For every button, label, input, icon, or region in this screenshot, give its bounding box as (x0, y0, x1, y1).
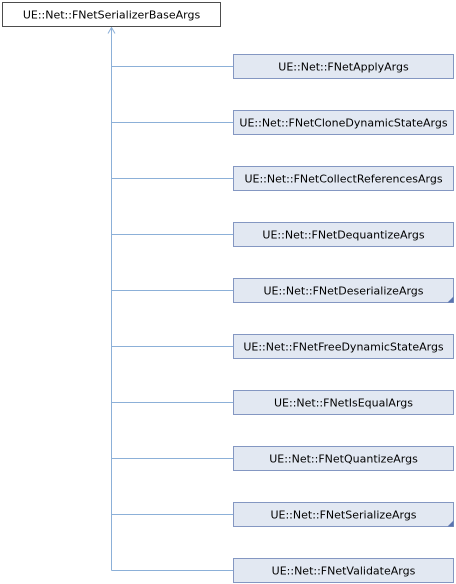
derived-class-box[interactable] (233, 166, 454, 191)
base-class-node[interactable]: UE::Net::FNetSerializerBaseArgs (2, 2, 221, 27)
inheritance-arrowhead (107, 26, 116, 34)
derived-class-label[interactable]: UE::Net::FNetCollectReferencesArgs (244, 173, 442, 186)
derived-class-box[interactable] (233, 278, 454, 303)
derived-class-box[interactable] (233, 334, 454, 359)
derived-class-node[interactable]: UE::Net::FNetFreeDynamicStateArgs (233, 334, 454, 359)
derived-class-label[interactable]: UE::Net::FNetFreeDynamicStateArgs (243, 341, 444, 354)
derived-class-node[interactable]: UE::Net::FNetIsEqualArgs (233, 390, 454, 415)
derived-class-label[interactable]: UE::Net::FNetValidateArgs (272, 565, 416, 578)
derived-class-label[interactable]: UE::Net::FNetQuantizeArgs (269, 453, 418, 466)
derived-class-node[interactable]: UE::Net::FNetValidateArgs (233, 558, 454, 583)
derived-class-node[interactable]: UE::Net::FNetApplyArgs (233, 54, 454, 79)
derived-class-label[interactable]: UE::Net::FNetDequantizeArgs (262, 229, 424, 242)
derived-class-label[interactable]: UE::Net::FNetIsEqualArgs (274, 397, 413, 410)
derived-class-box[interactable] (233, 558, 454, 583)
derived-class-label[interactable]: UE::Net::FNetSerializeArgs (270, 509, 416, 522)
derived-class-label[interactable]: UE::Net::FNetCloneDynamicStateArgs (239, 117, 447, 130)
derived-class-node[interactable]: UE::Net::FNetCloneDynamicStateArgs (233, 110, 454, 135)
derived-class-node[interactable]: UE::Net::FNetQuantizeArgs (233, 446, 454, 471)
derived-class-box[interactable] (233, 390, 454, 415)
more-subclasses-marker (447, 296, 454, 303)
more-subclasses-marker (447, 520, 454, 527)
derived-class-node[interactable]: UE::Net::FNetDeserializeArgs (233, 278, 454, 303)
derived-class-box[interactable] (233, 446, 454, 471)
base-class-label[interactable]: UE::Net::FNetSerializerBaseArgs (23, 9, 201, 22)
derived-class-node[interactable]: UE::Net::FNetCollectReferencesArgs (233, 166, 454, 191)
connector-lines (107, 26, 234, 571)
derived-class-label[interactable]: UE::Net::FNetDeserializeArgs (263, 285, 423, 298)
derived-class-list: UE::Net::FNetApplyArgsUE::Net::FNetClone… (233, 54, 454, 583)
derived-class-box[interactable] (233, 502, 454, 527)
derived-class-box[interactable] (233, 110, 454, 135)
derived-class-box[interactable] (233, 222, 454, 247)
derived-class-node[interactable]: UE::Net::FNetDequantizeArgs (233, 222, 454, 247)
derived-class-box[interactable] (233, 54, 454, 79)
derived-class-label[interactable]: UE::Net::FNetApplyArgs (278, 61, 409, 74)
derived-class-node[interactable]: UE::Net::FNetSerializeArgs (233, 502, 454, 527)
base-class-box[interactable] (2, 2, 221, 27)
